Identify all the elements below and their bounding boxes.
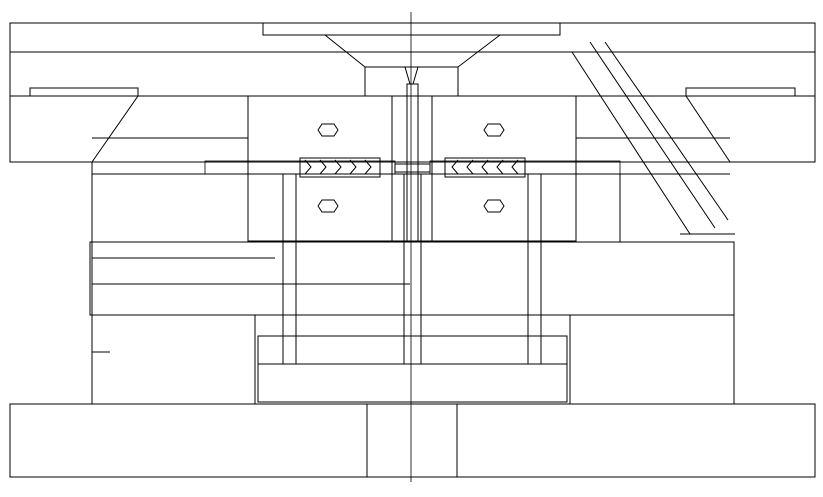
locating-ring xyxy=(324,34,501,97)
ejector-plate xyxy=(254,314,571,405)
bottom-clamp-plate xyxy=(9,403,816,478)
core-inserts xyxy=(247,95,577,242)
angled-guide xyxy=(571,41,735,242)
support-plate xyxy=(89,161,735,404)
cavity-plate xyxy=(9,87,816,242)
top-clamp-plate xyxy=(9,22,816,97)
